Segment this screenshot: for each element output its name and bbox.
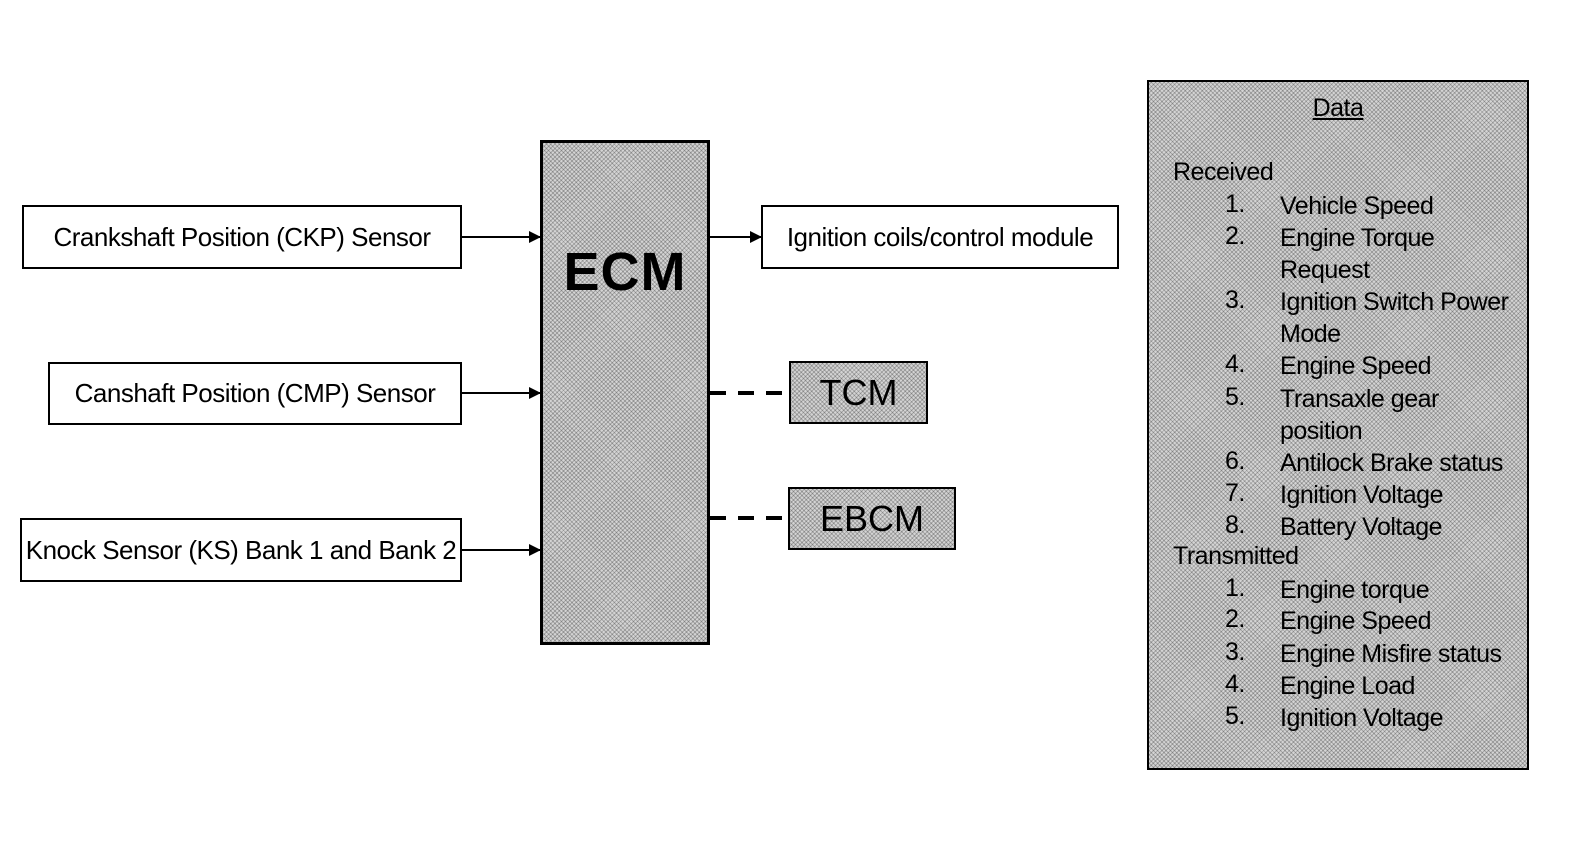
- list-item-text: Ignition Switch Power Mode: [1280, 288, 1509, 348]
- list-item-text: Engine Torque Request: [1280, 224, 1435, 284]
- ecm-label: ECM: [563, 242, 687, 302]
- ckp-sensor-label: Crankshaft Position (CKP) Sensor: [53, 221, 431, 252]
- list-item-number: 4.: [1225, 350, 1245, 378]
- ignition-module-label: Ignition coils/control module: [786, 221, 1094, 252]
- list-item-text: Engine Misfire status: [1280, 640, 1502, 668]
- knock-sensor-box: Knock Sensor (KS) Bank 1 and Bank 2: [20, 518, 462, 582]
- list-item-number: 4.: [1225, 670, 1245, 698]
- list-item-number: 2.: [1225, 222, 1245, 250]
- list-item-number: 1.: [1225, 574, 1245, 602]
- list-item-text: Antilock Brake status: [1280, 449, 1503, 477]
- list-item-number: 8.: [1225, 511, 1245, 539]
- list-item-text: Vehicle Speed: [1280, 192, 1434, 220]
- list-item-text: Ignition Voltage: [1280, 704, 1443, 732]
- knock-sensor-label: Knock Sensor (KS) Bank 1 and Bank 2: [25, 534, 457, 565]
- tcm-box: TCM: [789, 361, 928, 424]
- list-item-text: Engine Speed: [1280, 352, 1432, 380]
- ebcm-box: EBCM: [788, 487, 956, 550]
- ckp-sensor-box: Crankshaft Position (CKP) Sensor: [22, 205, 462, 269]
- data-panel-title: Data: [1312, 94, 1364, 122]
- list-item-text: Transaxle gear position: [1280, 385, 1439, 445]
- list-item-number: 3.: [1225, 286, 1245, 314]
- tcm-label: TCM: [819, 371, 898, 413]
- list-item-text: Ignition Voltage: [1280, 481, 1443, 509]
- list-item-text: Battery Voltage: [1280, 513, 1443, 541]
- list-item-number: 3.: [1225, 638, 1245, 666]
- received-section-title: Received: [1173, 158, 1274, 186]
- list-item-number: 2.: [1225, 605, 1245, 633]
- cmp-sensor-box: Canshaft Position (CMP) Sensor: [48, 362, 462, 425]
- list-item-number: 7.: [1225, 479, 1245, 507]
- ebcm-label: EBCM: [819, 497, 924, 539]
- cmp-sensor-label: Canshaft Position (CMP) Sensor: [74, 378, 436, 408]
- list-item-number: 6.: [1225, 447, 1245, 475]
- list-item-number: 5.: [1225, 702, 1245, 730]
- list-item-text: Engine torque: [1280, 576, 1430, 604]
- transmitted-section-title: Transmitted: [1173, 542, 1299, 570]
- list-item-text: Engine Speed: [1280, 607, 1432, 635]
- list-item-number: 5.: [1225, 383, 1245, 411]
- list-item-number: 1.: [1225, 190, 1245, 218]
- list-item-text: Engine Load: [1280, 672, 1415, 700]
- ecm-box: ECM: [540, 140, 710, 645]
- data-panel: Data Received 1. Vehicle Speed 2. Engine To…: [1147, 80, 1529, 770]
- ignition-module-box: Ignition coils/control module: [761, 205, 1119, 269]
